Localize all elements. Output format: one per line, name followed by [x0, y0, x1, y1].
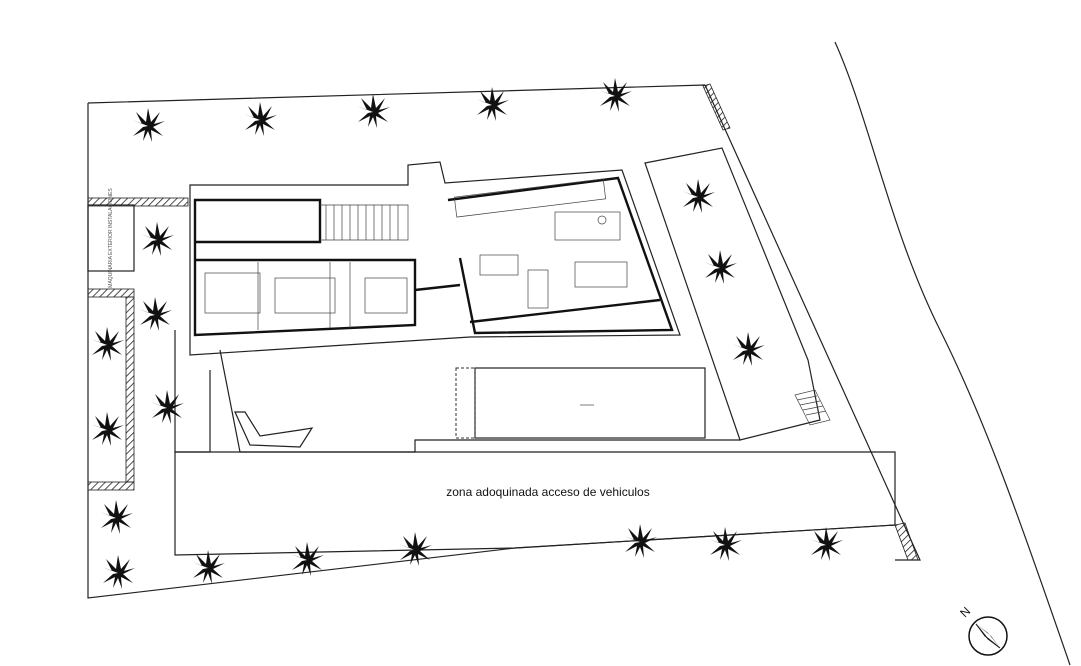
palm-tree-icon: [102, 555, 135, 589]
palm-tree-icon: [139, 297, 172, 331]
palm-tree-icon: [141, 222, 174, 256]
palm-tree-icon: [132, 108, 165, 142]
palm-tree-icon: [192, 550, 225, 584]
palm-tree-icon: [704, 250, 737, 284]
palm-tree-icon: [810, 527, 843, 561]
boundary-wall-hatched: [702, 83, 731, 131]
street-edge: [834, 41, 1071, 666]
driveway: [174, 451, 896, 556]
pool: [474, 367, 706, 439]
svg-text:N: N: [957, 604, 973, 620]
palm-tree-icon: [682, 179, 715, 213]
palm-tree-icon: [476, 87, 509, 121]
palm-tree-icon: [244, 102, 277, 136]
palm-tree-icon: [100, 500, 133, 534]
house-outline: [189, 161, 681, 356]
north-arrow-icon: N: [957, 604, 1008, 656]
bedroom-wing: [193, 198, 417, 337]
palm-tree-icon: [91, 327, 124, 361]
plot-boundary: [87, 84, 921, 599]
pool-shower-area: [455, 367, 476, 439]
palm-tree-icon: [151, 390, 184, 424]
palm-tree-icon: [599, 78, 632, 112]
palm-tree-icon: [732, 332, 765, 366]
boundary-wall-hatched: [894, 522, 919, 561]
machinery-label: MAQUINARIA EXTERIOR INSTALACIONES: [108, 188, 114, 288]
living-kitchen: [447, 176, 674, 335]
palm-tree-icon: [357, 94, 390, 128]
driveway-label: zona adoquinada acceso de vehiculos: [446, 485, 649, 499]
palm-tree-icon: [709, 527, 742, 561]
palm-tree-icon: [91, 412, 124, 446]
